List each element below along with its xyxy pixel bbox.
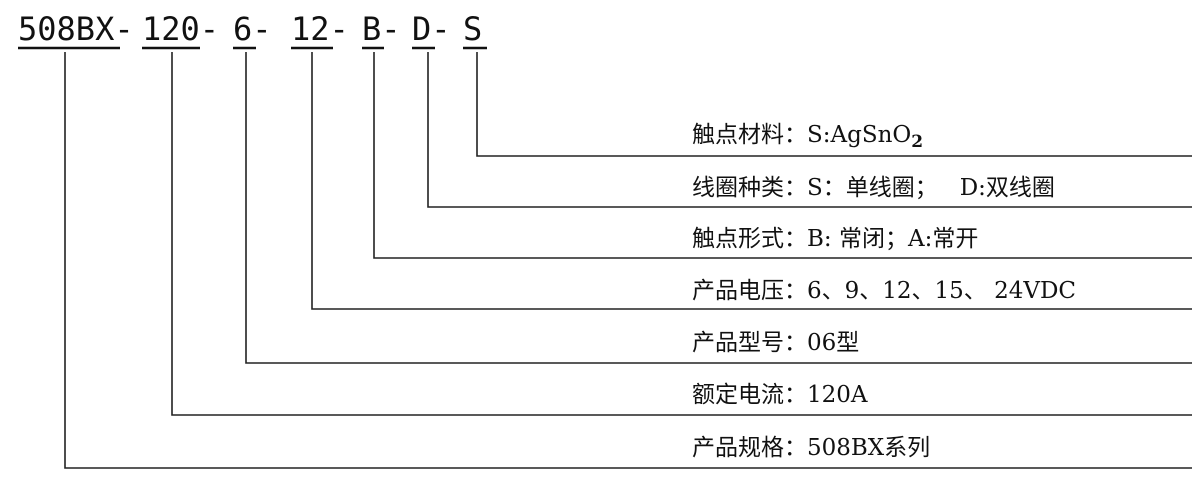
label-voltage-name: 产品电压： — [692, 278, 807, 304]
label-material: 触点材料：S:AgSnO2 — [692, 122, 923, 152]
label-voltage-value: 6、9、12、15、 24VDC — [807, 278, 1076, 304]
leader-spec — [64, 52, 1192, 469]
leader-current — [171, 52, 1192, 416]
code-segment-model: 6- — [233, 10, 272, 48]
label-model-name: 产品型号： — [692, 330, 807, 356]
label-current-name: 额定电流： — [692, 382, 807, 408]
label-contact-form-value: B: 常闭；A:常开 — [807, 226, 978, 252]
code-segment-current: 120- — [142, 10, 219, 48]
label-model: 产品型号：06型 — [692, 330, 859, 356]
label-contact-form-name: 触点形式： — [692, 226, 807, 252]
label-spec-name: 产品规格： — [692, 435, 807, 461]
label-material-subscript: 2 — [911, 132, 923, 152]
leader-model — [245, 52, 1192, 364]
code-segment-contact: B- — [362, 10, 401, 48]
leader-contact-form — [373, 52, 1192, 259]
label-spec-value: 508BX系列 — [807, 435, 930, 461]
code-segment-coil: D- — [412, 10, 451, 48]
label-material-value: S:AgSnO — [807, 122, 911, 148]
label-coil: 线圈种类：S：单线圈； D:双线圈 — [692, 175, 1055, 201]
label-material-name: 触点材料： — [692, 122, 807, 148]
label-spec: 产品规格：508BX系列 — [692, 435, 930, 461]
label-coil-value: S：单线圈； D:双线圈 — [807, 175, 1055, 201]
code-segment-material: S — [463, 10, 482, 48]
label-contact-form: 触点形式：B: 常闭；A:常开 — [692, 226, 978, 252]
leader-coil — [427, 52, 1192, 208]
label-model-value: 06型 — [807, 330, 859, 356]
label-voltage: 产品电压：6、9、12、15、 24VDC — [692, 278, 1076, 304]
label-current: 额定电流：120A — [692, 382, 868, 408]
label-coil-name: 线圈种类： — [692, 175, 807, 201]
code-segment-voltage: 12- — [291, 10, 349, 48]
label-current-value: 120A — [807, 382, 868, 408]
code-segment-series: 508BX- — [18, 10, 134, 48]
leader-material — [476, 52, 1192, 157]
leader-voltage — [311, 52, 1192, 310]
